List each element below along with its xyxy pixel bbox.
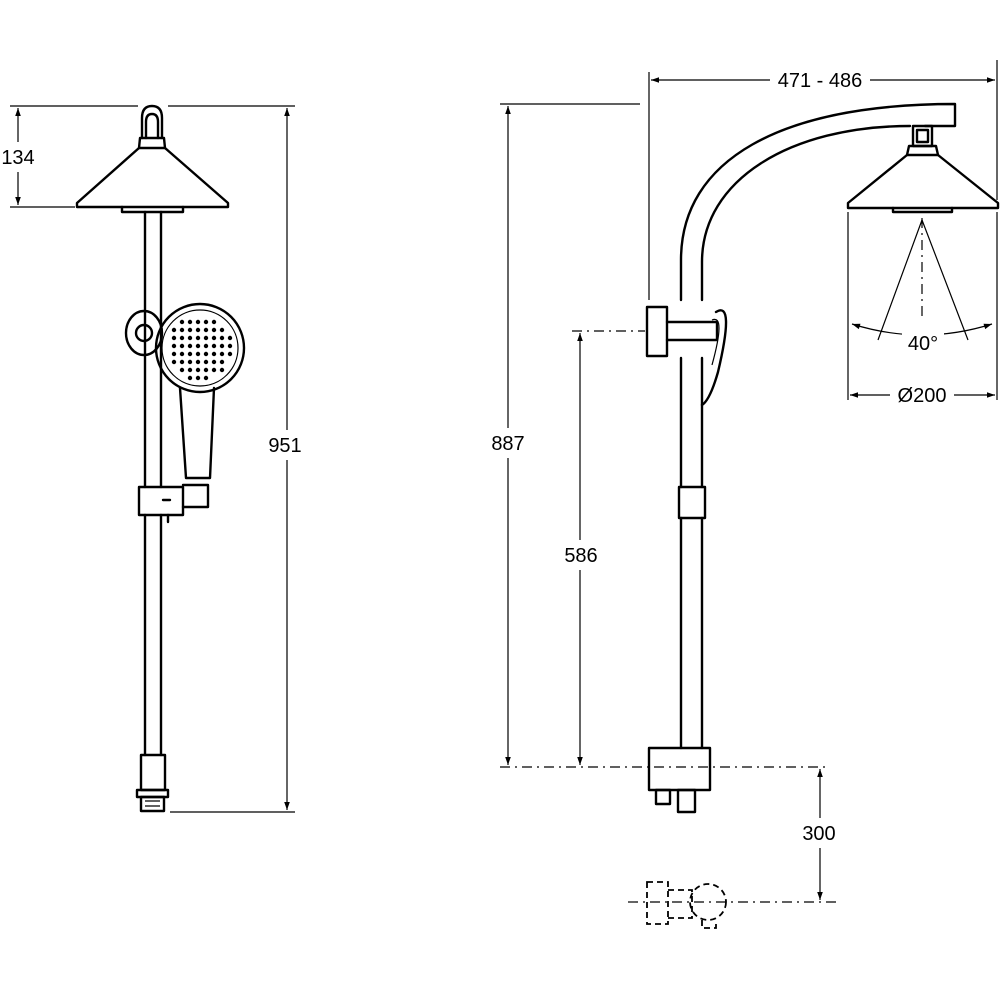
- slider-block: [137, 485, 185, 517]
- nozzle-dot: [187, 327, 193, 333]
- nozzle-dot: [195, 375, 201, 381]
- side-dimensions: 471 - 486 40° Ø200 887 586 300: [484, 60, 998, 903]
- nozzle-dot: [187, 351, 193, 357]
- dim-holder-height: 586: [564, 545, 597, 567]
- dim-total-height: 951: [268, 435, 301, 457]
- overhead-shower-cone: [75, 146, 230, 209]
- nozzle-dot: [203, 359, 209, 365]
- nozzle-dot: [195, 359, 201, 365]
- overhead-shower-plate: [120, 205, 185, 214]
- hand-shower-handle: [178, 386, 216, 480]
- nozzle-dot: [227, 343, 233, 349]
- nozzle-dot: [211, 327, 217, 333]
- nozzle-dot: [171, 327, 177, 333]
- nozzle-dot: [203, 343, 209, 349]
- side-view: [645, 102, 1000, 929]
- nozzle-dot: [179, 335, 185, 341]
- nozzle-dot: [195, 335, 201, 341]
- side-slider: [677, 485, 707, 520]
- nozzle-dot: [211, 319, 217, 325]
- nozzle-dot: [179, 351, 185, 357]
- wall-elbow: [647, 746, 712, 792]
- nozzle-dot: [211, 335, 217, 341]
- nozzle-dot: [219, 343, 225, 349]
- nozzle-dot: [179, 359, 185, 365]
- nozzle-dot: [219, 335, 225, 341]
- nozzle-dot: [171, 351, 177, 357]
- top-knob: [140, 104, 164, 140]
- nozzle-dot: [179, 327, 185, 333]
- wall-fitting-dashed: [646, 881, 693, 925]
- dim-head-diameter: Ø200: [898, 385, 947, 407]
- side-holder-block: [645, 305, 669, 358]
- nozzle-dot: [187, 375, 193, 381]
- spray-cone-lines: [877, 219, 969, 341]
- nozzle-dot: [187, 335, 193, 341]
- nozzle-dot: [219, 367, 225, 373]
- side-hand-shower: [700, 309, 728, 407]
- dim-head-height: 134: [1, 147, 34, 169]
- bottom-coupling: [139, 753, 167, 792]
- nozzle-dot: [187, 359, 193, 365]
- nozzle-dot: [203, 375, 209, 381]
- nozzle-dot: [179, 343, 185, 349]
- curved-arm: [679, 102, 957, 302]
- nozzle-dot: [187, 343, 193, 349]
- front-view: [75, 104, 246, 813]
- nozzle-dot: [227, 335, 233, 341]
- nozzle-dot: [195, 367, 201, 373]
- nozzle-dot: [171, 359, 177, 365]
- nozzle-dot: [211, 343, 217, 349]
- nozzle-dot: [195, 327, 201, 333]
- nozzle-dot: [179, 319, 185, 325]
- nozzle-dot: [219, 359, 225, 365]
- nozzle-dot: [203, 367, 209, 373]
- nozzle-dot: [195, 319, 201, 325]
- hand-shower-head: [154, 302, 246, 394]
- nozzle-dot: [211, 351, 217, 357]
- dim-inlet-offset: 300: [802, 823, 835, 845]
- nozzle-dot: [171, 343, 177, 349]
- head-neck: [137, 136, 167, 150]
- nozzle-dot: [211, 359, 217, 365]
- side-overhead-cone: [846, 153, 1000, 210]
- dim-spray-angle: 40°: [908, 333, 938, 355]
- nozzle-dot: [171, 335, 177, 341]
- nozzle-dot: [203, 327, 209, 333]
- holder-ring: [124, 309, 164, 357]
- nozzle-dot: [211, 367, 217, 373]
- nozzle-dot: [227, 351, 233, 357]
- hand-shower-nozzles: [171, 319, 233, 381]
- nozzle-dot: [179, 367, 185, 373]
- nozzle-dot: [187, 367, 193, 373]
- dim-arm-projection: 471 - 486: [778, 70, 863, 92]
- riser-pipe: [143, 210, 163, 489]
- nozzle-dot: [187, 319, 193, 325]
- dim-riser-height: 887: [491, 433, 524, 455]
- front-dimensions: 134 951: [1, 105, 308, 813]
- nozzle-dot: [195, 351, 201, 357]
- nozzle-dot: [203, 335, 209, 341]
- nozzle-dot: [195, 343, 201, 349]
- nozzle-dot: [203, 351, 209, 357]
- nozzle-dot: [203, 319, 209, 325]
- side-riser-pipe: [679, 356, 704, 489]
- nozzle-dot: [219, 327, 225, 333]
- nozzle-dot: [219, 351, 225, 357]
